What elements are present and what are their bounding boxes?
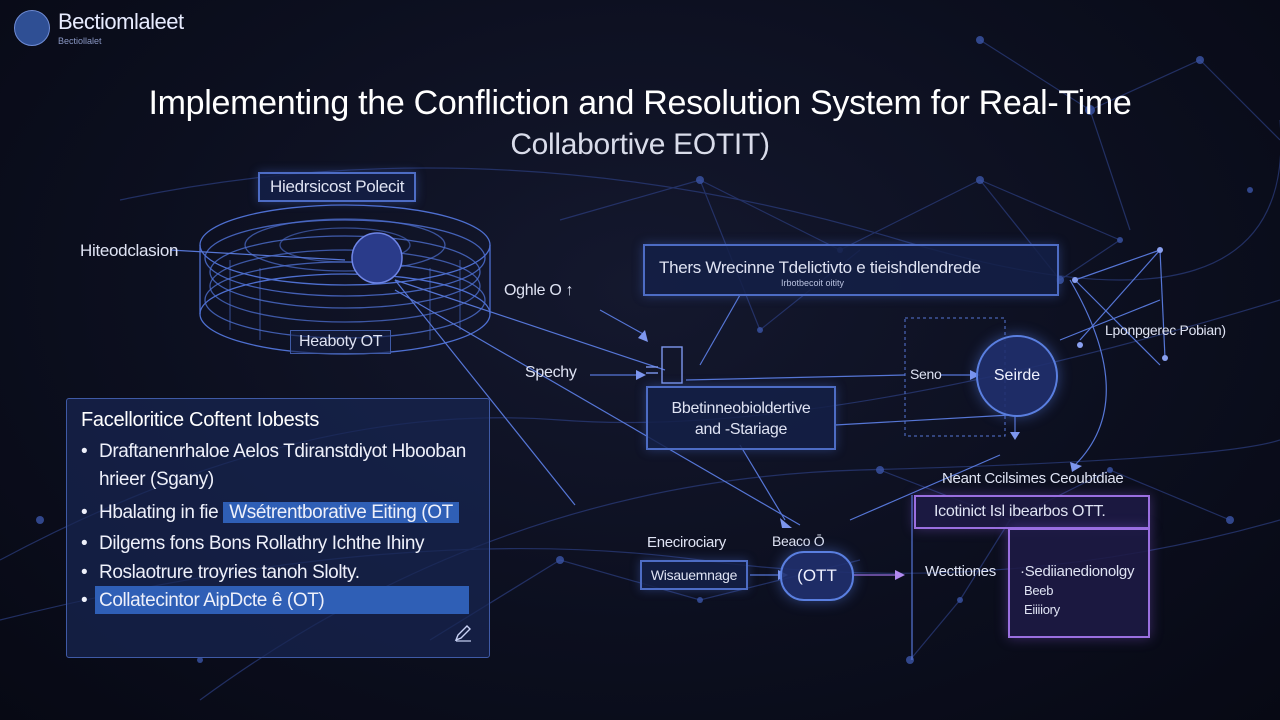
bullet-text: Collatecintor AipDcte ê (OT) [99,590,325,611]
panel-title: Facelloritice Coftent Iobests [81,409,320,431]
bullet-item-4: • Roslaotrure troyries tanoh Slolty. [81,562,360,584]
bottom-left-label: Enecirociary [647,534,726,551]
bullet-item-1-cont: hrieer (Sgany) [99,469,214,491]
conflict-group-label: Neant Ccilsimes Ceoubtdiae [942,470,1124,487]
bullet-text: hrieer (Sgany) [99,469,214,490]
highlight-bar-bottom [95,586,469,614]
brand-subtitle: Bectiollalet [58,36,102,46]
slide-subtitle: Collabortive EOTIT) [510,128,770,161]
bullet-marker: • [81,590,88,611]
wecttiones-label: Wecttiones [925,563,996,580]
bullet-item-5: • Collatecintor AipDcte ê (OT) [81,590,325,612]
slide-title: Implementing the Confliction and Resolut… [148,84,1132,122]
process-box-top-title: Thers Wrecinne Tdelictivto e tieishdlend… [659,258,981,277]
bullet-item-3: • Dilgems fons Bons Rollathry Ichthe Ihin… [81,533,425,555]
bullet-marker: • [81,441,88,462]
process-box-center-line1: Bbetinneobioldertive [671,400,811,417]
sende-node-label: Seirde [993,367,1041,384]
logo-icon [14,10,50,46]
bullet-text: Dilgems fons Bons Rollathry Ichthe Ihiny [99,533,425,554]
cylinder-top-label: Hiedrsicost Polecit [258,172,417,202]
ogile-label: Oghle O ↑ [504,282,574,299]
bottom-left-box: Wisauemnage [640,560,748,590]
cylinder-base-label: Heaboty OT [290,330,392,354]
bottom-mid-label: Beaco Ō [772,533,825,549]
ot-node-label: (OTT [797,566,837,585]
bullet-item-1: • Draftanenrhaloe Aelos Tdiranstdiyot Hbo… [81,441,466,463]
bullet-text: Draftanenrhaloe Aelos Tdiranstdiyot Hboo… [99,441,466,462]
right-list-box: ·Sediianedionolgy Beeb Eiiiiory [1008,528,1150,638]
bullet-marker: • [81,533,88,554]
bullet-text: Hbalating in fie [99,502,219,523]
conflict-box: Icotinict Isl ibearbos OTT. [914,495,1150,529]
highlighted-text: Wsétrentborative Eiting (OT [223,502,459,523]
right-list-item-2: Beeb [1024,583,1054,598]
bullet-marker: • [81,502,88,523]
process-box-center-line2: and -Stariage [694,421,788,438]
right-list-item-3: Eiiiiory [1024,602,1060,617]
right-node-label: Lponpgerec Pobian) [1105,322,1226,338]
bullet-item-2: • Hbalating in fie Wsétrentborative Eitin… [81,502,459,524]
process-box-top: Thers Wrecinne Tdelictivto e tieishdlend… [643,244,1059,296]
spechy-label: Spechy [525,364,577,381]
sende-node: Seirde [976,335,1058,417]
brand-name: Bectiomlaleet [58,9,184,34]
content-panel: Facelloritice Coftent Iobests • Draftanen… [66,398,490,658]
cylinder-side-label: Hiteodclasion [80,241,179,260]
globe-node [351,232,403,284]
ot-node: (OTT [780,551,854,601]
bullet-text: Roslaotrure troyries tanoh Slolty. [99,562,360,583]
bullet-marker: • [81,562,88,583]
sende-left-label: Seno [910,366,942,382]
pen-icon[interactable] [453,623,473,643]
process-box-top-sub: Irbotbecoit oitity [781,278,845,288]
brand-logo: Bectiomlaleet Bectiollalet [14,10,184,46]
right-list-item-1: ·Sediianedionolgy [1020,563,1135,580]
process-box-center: Bbetinneobioldertive and -Stariage [646,386,836,450]
conflict-box-label: Icotinict Isl ibearbos OTT. [934,503,1106,520]
